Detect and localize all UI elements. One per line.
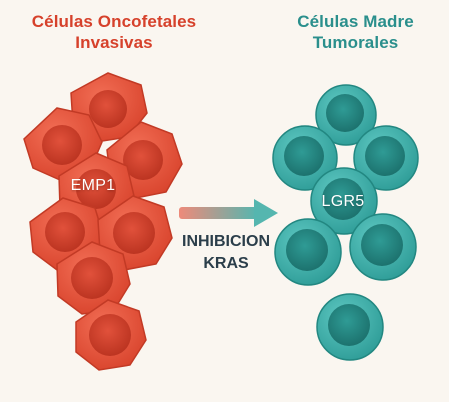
oncofetal-cell <box>75 299 147 371</box>
transition-arrow <box>179 199 278 227</box>
oncofetal-title-line2: Invasivas <box>75 33 153 52</box>
stem-cell-cluster <box>272 84 419 361</box>
stem-cell <box>272 125 338 191</box>
stem-cell <box>274 218 342 286</box>
oncofetal-title-line1: Células Oncofetales <box>31 12 197 31</box>
transition-caption-line2: KRAS <box>203 255 249 272</box>
oncofetal-cell <box>56 241 131 315</box>
stem-cell-title-line1: Células Madre <box>297 12 414 31</box>
transition-caption-line1: INHIBICION <box>182 233 270 250</box>
oncofetal-cell-cluster <box>23 72 183 371</box>
stem-cell <box>353 125 419 191</box>
stem-cell <box>310 167 378 235</box>
stem-cell <box>349 213 417 281</box>
lgr5-marker-label: LGR5 <box>321 193 365 210</box>
stem-cell-title-line2: Tumorales <box>312 33 399 52</box>
emp1-marker-label: EMP1 <box>70 177 116 194</box>
transition-caption: INHIBICION KRAS <box>168 231 284 275</box>
stem-cell <box>315 84 377 146</box>
oncofetal-title: Células Oncofetales Invasivas <box>0 11 228 53</box>
stem-cell <box>316 293 384 361</box>
stem-cell-title: Células Madre Tumorales <box>262 11 449 53</box>
